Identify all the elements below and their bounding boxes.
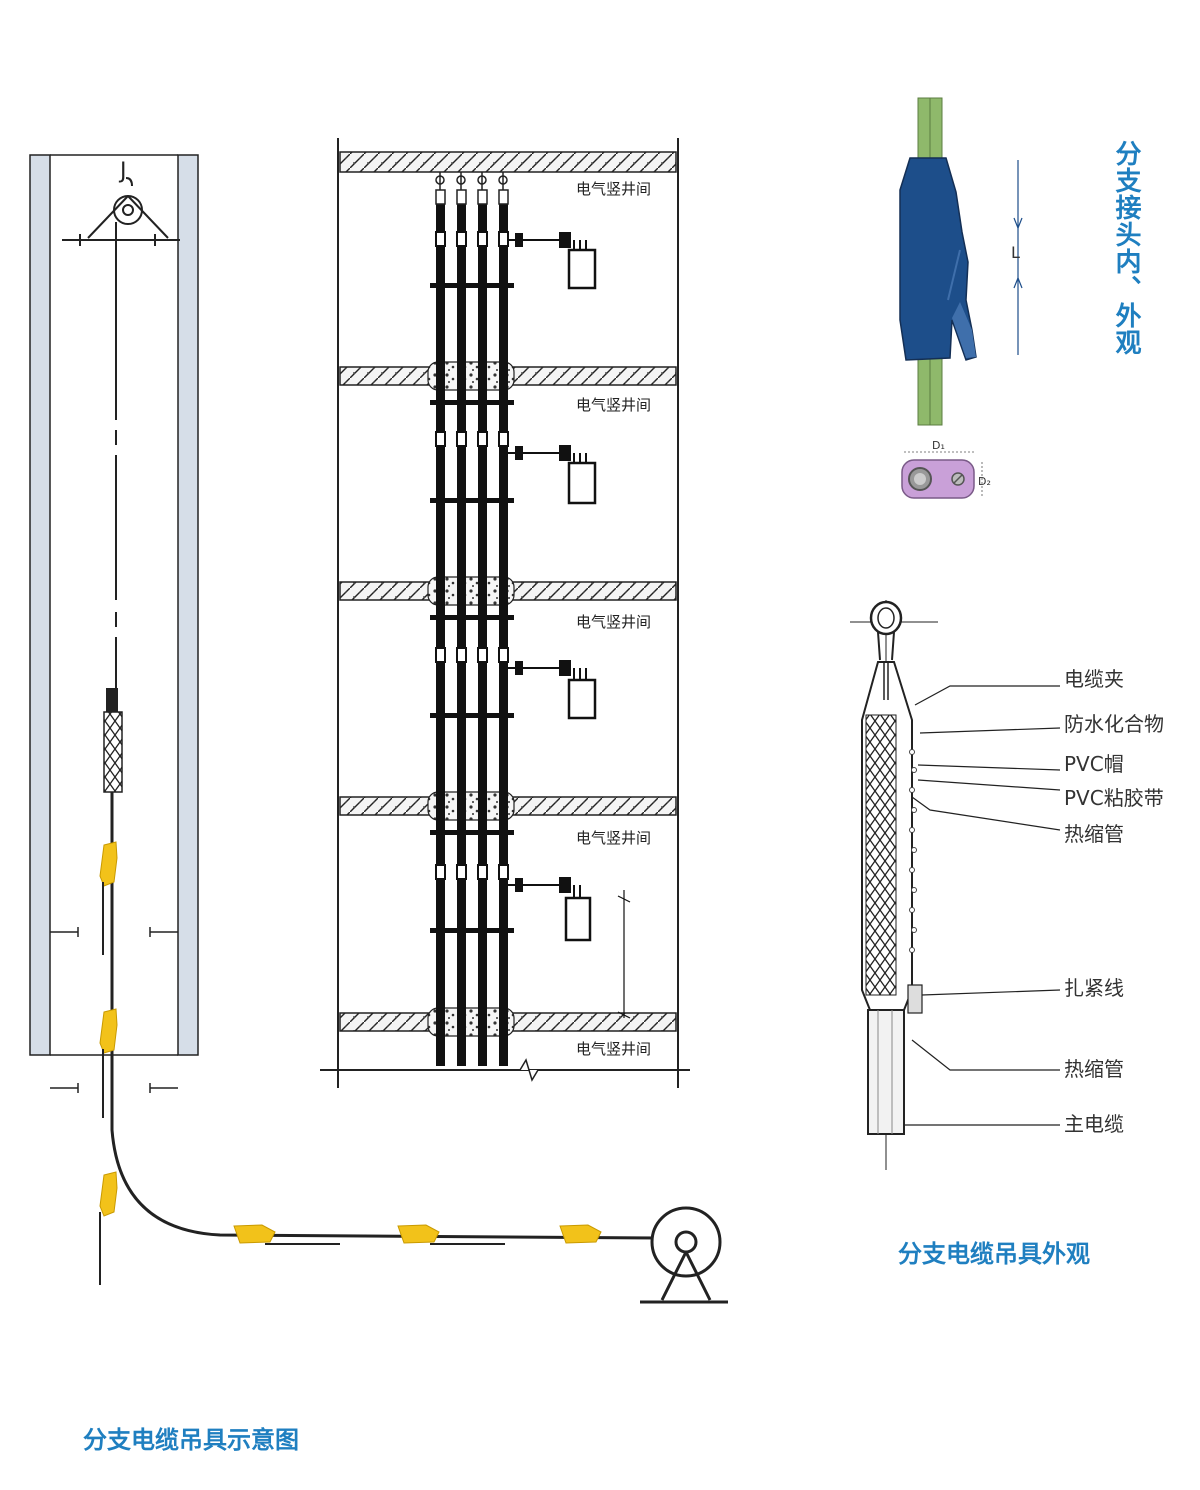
left-diagram-caption: 分支电缆吊具示意图: [83, 1426, 299, 1454]
branch-connector-2: [99, 1008, 118, 1054]
callout-main-cable: 主电缆: [1064, 1112, 1124, 1136]
fire-seal: [427, 361, 515, 391]
branch-joint-illustration: L D₁ D₂: [899, 97, 1023, 499]
riser-cables: [436, 200, 508, 1066]
hanger-illustration: [850, 600, 1061, 1170]
fire-seal: [427, 1007, 515, 1037]
branch-connector-5: [397, 1224, 440, 1244]
callout-binding-wire: 扎紧线: [1064, 976, 1124, 1000]
main-cable-section: [867, 1009, 905, 1135]
branch-connector-1: [99, 841, 118, 887]
branch-joint-title: 分支接头内、外观: [1111, 140, 1141, 356]
grip-head: [106, 688, 118, 712]
pulley-icon: [62, 177, 180, 246]
floor-label: 电气竖井间: [576, 180, 652, 198]
hanger-caption: 分支电缆吊具外观: [898, 1240, 1090, 1268]
callout-pvc-tape: PVC粘胶带: [1064, 786, 1164, 810]
floor-slab: [339, 151, 677, 173]
branch-connector-4: [233, 1224, 276, 1244]
length-label: L: [1011, 243, 1020, 262]
top-hangers: [435, 172, 509, 205]
middle-shaft-elevation: [320, 138, 690, 1088]
branch-tap-floor-2: [435, 431, 597, 505]
shaft-wall-right: [177, 154, 199, 1056]
branch-tap-floor-4: [435, 864, 631, 1019]
mesh-grip: [103, 711, 123, 793]
fire-seal: [427, 576, 515, 606]
branch-connector-3: [99, 1171, 118, 1217]
callout-cable-clamp: 电缆夹: [1064, 667, 1124, 691]
cable-drum-icon: [640, 1206, 728, 1304]
pulley-label: J: [118, 159, 127, 184]
d1-label: D₁: [932, 439, 945, 452]
branch-tap-floor-3: [435, 647, 597, 720]
floor-label: 电气竖井间: [576, 829, 652, 847]
floor-label: 电气竖井间: [576, 613, 652, 631]
branch-tap-floor-1: [435, 231, 597, 290]
callout-waterproof-compound: 防水化合物: [1064, 712, 1164, 736]
callout-pvc-cap: PVC帽: [1064, 752, 1124, 776]
d2-label: D₂: [978, 475, 991, 488]
feed-cable: [110, 1085, 661, 1240]
branch-connector-6: [559, 1224, 602, 1244]
fire-seal: [427, 791, 515, 821]
callout-heat-shrink-2: 热缩管: [1064, 1057, 1124, 1081]
shaft-wall-left: [29, 154, 51, 1056]
floor-label: 电气竖井间: [576, 396, 652, 414]
floor-label: 电气竖井间: [576, 1040, 652, 1058]
callout-heat-shrink-1: 热缩管: [1064, 822, 1124, 846]
left-shaft-diagram: J: [29, 154, 728, 1304]
